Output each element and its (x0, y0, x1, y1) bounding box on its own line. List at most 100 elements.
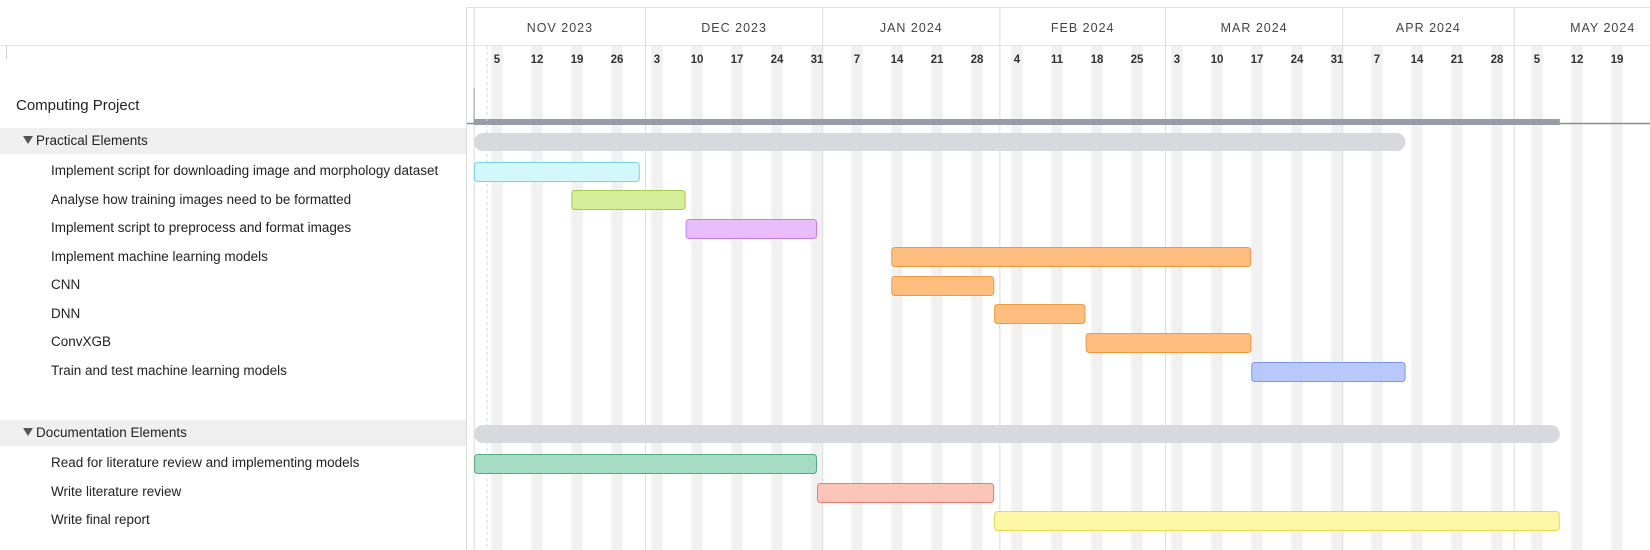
week-label: 11 (1051, 54, 1064, 66)
weekend-stripe (1251, 46, 1263, 550)
group-name: Documentation Elements (36, 425, 187, 440)
panel-divider[interactable] (466, 7, 467, 550)
week-label: 3 (1174, 54, 1180, 66)
weekend-stripe (691, 46, 703, 550)
weekend-stripe (851, 46, 863, 550)
month-label: MAR 2024 (1221, 21, 1288, 35)
week-label: 12 (1571, 54, 1584, 66)
week-label: 17 (731, 54, 744, 66)
group-summary-bar (474, 133, 1406, 151)
weekend-stripe (1091, 46, 1103, 550)
week-label: 24 (771, 54, 784, 66)
weekend-stripe (1211, 46, 1223, 550)
week-label: 10 (1211, 54, 1224, 66)
week-label: 4 (1014, 54, 1021, 66)
task-row[interactable]: Read for literature review and implement… (0, 450, 466, 476)
week-label: 21 (1451, 54, 1464, 66)
task-row[interactable]: Implement script for downloading image a… (0, 158, 466, 184)
week-label: 24 (1291, 54, 1304, 66)
task-name: Write final report (51, 512, 150, 527)
week-label: 31 (811, 54, 824, 66)
month-label: MAY 2024 (1570, 21, 1635, 35)
weekend-stripe (1131, 46, 1143, 550)
weekend-stripe (1171, 46, 1183, 550)
collapse-caret-icon[interactable] (23, 136, 33, 144)
task-list-header-tick (6, 45, 7, 59)
week-label: 5 (494, 54, 501, 66)
weekend-stripe (731, 46, 743, 550)
task-list-panel: Computing Project Practical Elements Imp… (0, 0, 466, 550)
group-row-documentation[interactable]: Documentation Elements (0, 420, 466, 446)
week-label: 26 (611, 54, 624, 66)
task-bar (571, 190, 686, 210)
task-bar (1085, 333, 1252, 353)
weekend-stripe (1371, 46, 1383, 550)
week-label: 21 (931, 54, 944, 66)
top-rule (0, 7, 1650, 8)
month-label: DEC 2023 (701, 21, 767, 35)
weekend-stripe (1611, 46, 1623, 550)
project-name: Computing Project (16, 97, 140, 114)
task-row[interactable]: Train and test machine learning models (0, 358, 466, 384)
weekend-stripe (1291, 46, 1303, 550)
month-label: NOV 2023 (527, 21, 593, 35)
task-name: Write literature review (51, 484, 182, 499)
task-name: Read for literature review and implement… (51, 455, 360, 470)
weekend-stripe (491, 46, 503, 550)
week-label: 7 (1374, 54, 1380, 66)
task-row[interactable]: Analyse how training images need to be f… (0, 187, 466, 213)
weekend-stripe (651, 46, 663, 550)
weekend-stripe (1051, 46, 1063, 550)
task-bar (474, 162, 640, 182)
weekend-stripe (931, 46, 943, 550)
weekend-stripe (811, 46, 823, 550)
task-name: CNN (51, 277, 81, 292)
week-label: 5 (1534, 54, 1541, 66)
week-label: 14 (891, 54, 904, 66)
week-label: 25 (1131, 54, 1144, 66)
task-bar (994, 511, 1560, 531)
week-label: 19 (571, 54, 584, 66)
weekend-stripe (1531, 46, 1543, 550)
task-name: Analyse how training images need to be f… (51, 192, 352, 207)
task-bar (474, 454, 817, 474)
task-row[interactable]: Implement machine learning models (0, 244, 466, 270)
weekend-stripe (1491, 46, 1503, 550)
week-label: 10 (691, 54, 704, 66)
task-row[interactable]: DNN (0, 301, 466, 327)
weekend-stripe (971, 46, 983, 550)
weekend-stripe (771, 46, 783, 550)
task-row[interactable]: Implement script to preprocess and forma… (0, 215, 466, 241)
week-label: 14 (1411, 54, 1424, 66)
project-row[interactable]: Computing Project (0, 94, 466, 120)
task-name: Implement machine learning models (51, 249, 268, 264)
week-label: 28 (1491, 54, 1504, 66)
task-row[interactable]: CNN (0, 272, 466, 298)
task-bar (817, 483, 995, 503)
week-label: 18 (1091, 54, 1104, 66)
task-row[interactable]: Write literature review (0, 479, 466, 505)
task-row[interactable]: ConvXGB (0, 329, 466, 355)
weekend-stripe (1451, 46, 1463, 550)
task-name: Implement script for downloading image a… (51, 163, 439, 178)
week-label: 19 (1611, 54, 1624, 66)
group-name: Practical Elements (36, 133, 148, 148)
weekend-stripe (531, 46, 543, 550)
group-row-practical[interactable]: Practical Elements (0, 128, 466, 154)
weekend-stripe (1331, 46, 1343, 550)
week-label: 28 (971, 54, 984, 66)
weekend-stripe (1011, 46, 1023, 550)
task-name: Implement script to preprocess and forma… (51, 220, 352, 235)
task-row[interactable]: Write final report (0, 507, 466, 533)
weekend-stripe (611, 46, 623, 550)
task-bar (685, 219, 817, 239)
weekend-stripe (891, 46, 903, 550)
task-name: DNN (51, 306, 81, 321)
weekend-stripe (571, 46, 583, 550)
task-bar (994, 304, 1086, 324)
task-list-header-rule (0, 45, 466, 46)
collapse-caret-icon[interactable] (23, 428, 33, 436)
weekend-stripe (1411, 46, 1423, 550)
